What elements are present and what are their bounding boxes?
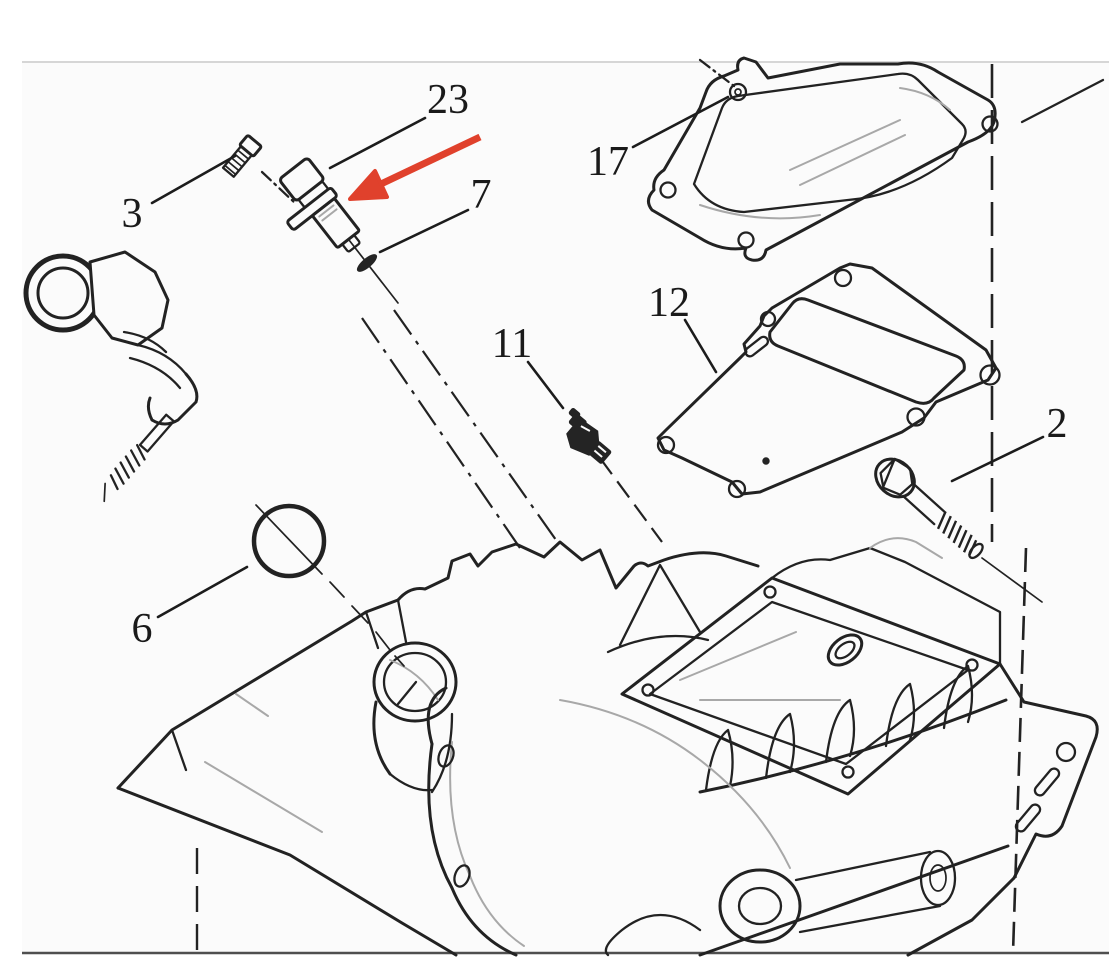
part-o-ring <box>251 503 327 579</box>
part-cover-gasket <box>656 262 1001 499</box>
callout-11-leader <box>526 360 565 410</box>
sensor-assembly-axis-2 <box>393 309 557 541</box>
drawing-area <box>22 62 1109 953</box>
callout-6-leader <box>156 565 249 619</box>
callout-2-label: 2 <box>1047 401 1068 447</box>
callout-3-leader <box>150 154 237 205</box>
part-seal-ring <box>356 254 378 272</box>
bolt2-axis-line <box>981 557 1043 603</box>
callout-12-leader <box>683 318 718 374</box>
housing-fins <box>698 664 1008 794</box>
callout-23-label: 23 <box>427 77 469 123</box>
callout-17-leader <box>631 95 730 149</box>
callout-11-label: 11 <box>492 321 532 367</box>
part-end-cover <box>647 56 999 262</box>
part-housing <box>116 537 1099 957</box>
red-highlight-arrow-icon <box>348 133 482 201</box>
callout-3-label: 3 <box>122 191 143 237</box>
part-pressure-switch <box>566 408 612 464</box>
part-speed-sensor <box>279 157 361 253</box>
housing-bottom-bosses <box>604 844 1016 957</box>
callout-23-leader <box>328 116 427 170</box>
switch-axis-dashes <box>599 457 663 543</box>
callout-6-label: 6 <box>132 606 153 652</box>
bolt3-centerline <box>260 170 298 206</box>
part-dipstick <box>23 250 405 667</box>
part-retaining-bolt <box>221 134 263 178</box>
sensor-axis-line <box>348 239 399 304</box>
sensor-assembly-axis-1 <box>361 317 521 549</box>
callout-7-label: 7 <box>471 172 492 218</box>
part-flange-bolt <box>874 457 984 560</box>
cover-centerline <box>698 58 736 88</box>
callout-2-leader <box>950 435 1045 483</box>
housing-left-flange <box>426 686 791 957</box>
callout-12-label: 12 <box>648 280 690 326</box>
corner-reference-line <box>1020 78 1105 124</box>
dipstick-axis-dashes <box>329 581 405 667</box>
callout-17-label: 17 <box>587 139 629 185</box>
dipstick-tube-opening <box>364 598 458 794</box>
callout-7-leader <box>378 208 470 254</box>
